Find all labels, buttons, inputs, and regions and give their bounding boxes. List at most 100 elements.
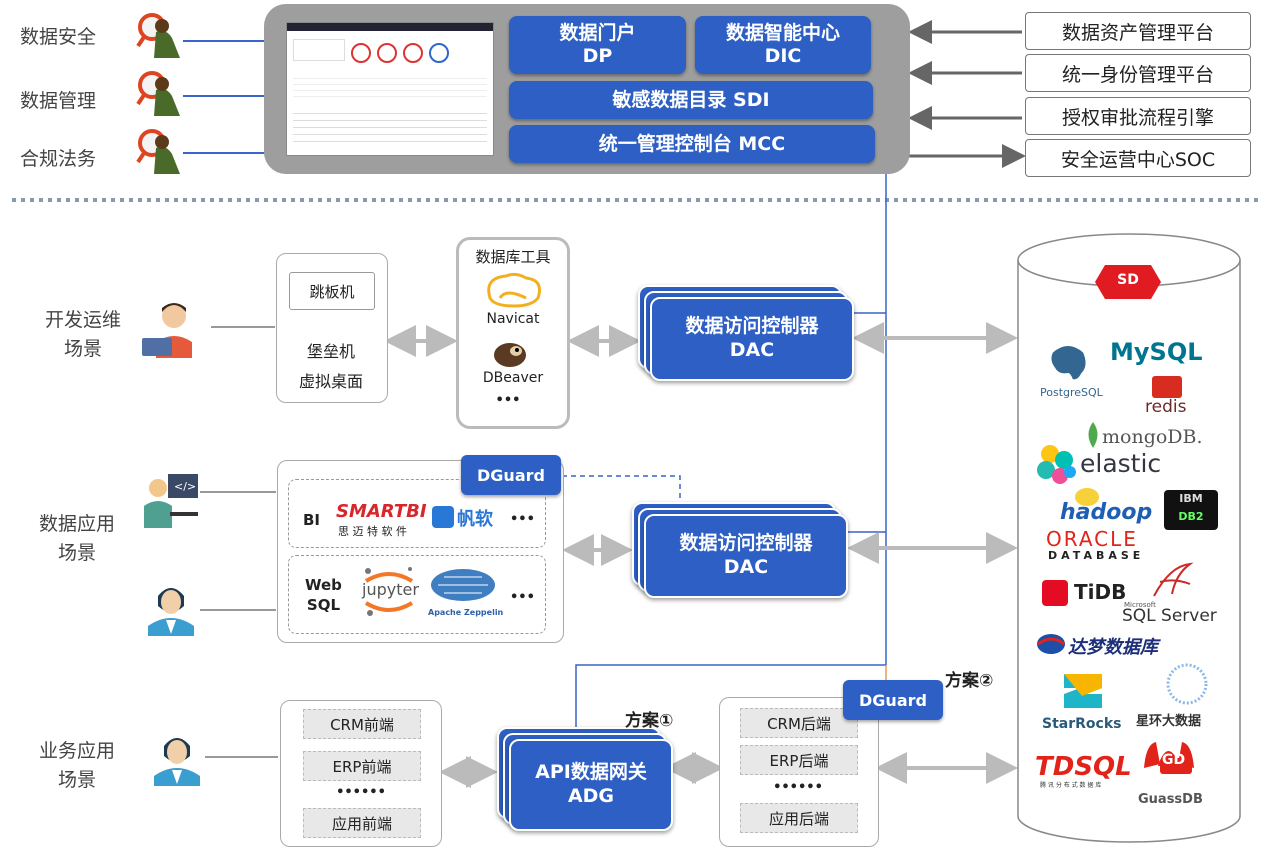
dameng-logo: 达梦数据库 <box>1068 637 1158 658</box>
mcc-box: 统一管理控制台 MCC <box>509 125 875 163</box>
ext-identity-mgmt: 统一身份管理平台 <box>1025 54 1251 92</box>
adg-title: API数据网关 <box>535 761 647 784</box>
jupyter-logo: jupyter <box>362 580 419 599</box>
sqlserver-ms-label: Microsoft <box>1124 601 1156 609</box>
backend-erp: ERP后端 <box>740 745 858 775</box>
ext-asset-mgmt: 数据资产管理平台 <box>1025 12 1251 50</box>
ext-soc: 安全运营中心SOC <box>1025 139 1251 177</box>
gaussdb-icon <box>1144 742 1194 774</box>
db2-label: DB2 <box>1178 510 1204 523</box>
zeppelin-label: Apache Zeppelin <box>428 608 504 617</box>
gaussdb-label: GuassDB <box>1138 792 1203 807</box>
analyst-icon: </> <box>144 474 198 528</box>
scene-devops: 开发运维 场景 <box>44 309 121 361</box>
starrocks-logo: StarRocks <box>1042 716 1122 732</box>
dp-box: 数据门户 DP <box>509 16 686 74</box>
sd-badge-shape <box>1095 265 1161 299</box>
elastic-icon <box>1037 445 1076 484</box>
oracle-subtitle: DATABASE <box>1048 549 1145 562</box>
developer-icon <box>142 303 192 358</box>
virtual-desktop: 虚拟桌面 <box>298 372 363 391</box>
person-icon <box>154 738 200 786</box>
scene-data-app: 数据应用 场景 <box>38 513 115 565</box>
dbeaver-icon <box>494 343 526 367</box>
ibm-db2-icon <box>1164 490 1218 530</box>
scene-biz-app: 业务应用 场景 <box>38 740 115 792</box>
postgresql-label: PostgreSQL <box>1040 386 1103 399</box>
sd-badge: SD <box>1117 272 1139 288</box>
role-label-legal: 合规法务 <box>20 148 97 170</box>
plan-2-label: 方案② <box>945 671 994 691</box>
fanruan-logo: 帆软 <box>457 509 493 530</box>
more-tools: ••• <box>495 393 521 408</box>
oracle-logo: ORACLE <box>1046 527 1138 551</box>
tdsql-subtitle: 腾 讯 分 布 式 数 据 库 <box>1040 782 1102 789</box>
plan-1-label: 方案① <box>625 711 674 731</box>
ops-access-box <box>276 253 388 403</box>
bastion-host: 堡垒机 <box>306 342 355 361</box>
sqlserver-icon <box>1153 562 1194 597</box>
dac-stack-data-app: 数据访问控制器 DAC <box>632 502 848 598</box>
user-search-icon <box>136 129 180 174</box>
dguard-badge-backend: DGuard <box>843 680 943 720</box>
role-label-management: 数据管理 <box>20 90 97 112</box>
xinghuan-logo: 星环大数据 <box>1136 714 1202 729</box>
frontend-more: •••••• <box>336 785 386 800</box>
dameng-icon <box>1037 634 1065 654</box>
role-label-security: 数据安全 <box>20 26 97 48</box>
dp-abbr: DP <box>582 45 613 67</box>
backend-crm: CRM后端 <box>740 708 858 738</box>
frontend-app: 应用前端 <box>303 808 421 838</box>
dac-stack-devops: 数据访问控制器 DAC <box>638 285 854 381</box>
dac-abbr: DAC <box>729 339 775 361</box>
adg-abbr: ADG <box>567 785 615 807</box>
postgresql-icon <box>1049 344 1088 382</box>
more-bi: ••• <box>510 512 535 527</box>
person-icon <box>148 588 194 636</box>
mongodb-leaf-icon <box>1088 422 1098 448</box>
more-websql: ••• <box>510 590 535 605</box>
hadoop-elephant-icon <box>1075 488 1099 506</box>
dguard-badge-data-app: DGuard <box>461 455 561 495</box>
hadoop-logo: hadoop <box>1060 500 1153 525</box>
user-search-icon <box>136 13 180 58</box>
backend-more: •••••• <box>773 780 823 795</box>
dic-abbr: DIC <box>764 45 802 67</box>
frontend-erp: ERP前端 <box>303 751 421 781</box>
bi-tools-row <box>288 479 546 548</box>
gaussdb-badge: GD <box>1162 752 1186 768</box>
redis-icon <box>1152 376 1182 398</box>
sdi-box: 敏感数据目录 SDI <box>509 81 873 119</box>
ext-approval-engine: 授权审批流程引擎 <box>1025 97 1251 135</box>
tidb-icon <box>1042 580 1068 606</box>
dac-abbr: DAC <box>723 556 769 578</box>
tdsql-logo: TDSQL <box>1035 752 1132 782</box>
smartbi-subtitle: 思 迈 特 软 件 <box>338 525 407 538</box>
sqlserver-logo: SQL Server <box>1122 606 1217 626</box>
xinghuan-icon <box>1166 663 1208 705</box>
starrocks-icon <box>1064 674 1102 708</box>
user-search-icon <box>136 71 180 116</box>
websql-tools-row <box>288 555 546 634</box>
svg-text:</>: </> <box>174 480 196 493</box>
db-tools-box <box>456 237 570 429</box>
console-screenshot <box>286 22 494 156</box>
websql-label-1: Web <box>305 576 342 594</box>
jupyter-icon <box>364 567 414 616</box>
navicat-icon <box>487 272 541 308</box>
backend-app: 应用后端 <box>740 803 858 833</box>
smartbi-logo: SMARTBI <box>336 501 427 522</box>
db-tools-title: 数据库工具 <box>475 248 551 266</box>
fanruan-icon <box>432 506 454 528</box>
dac-title: 数据访问控制器 <box>685 315 819 338</box>
elastic-logo: elastic <box>1080 449 1162 478</box>
jump-server: 跳板机 <box>289 272 375 310</box>
navicat-label: Navicat <box>486 311 540 327</box>
ibm-label: IBM <box>1179 492 1203 505</box>
adg-stack: API数据网关 ADG <box>497 727 673 831</box>
websql-label-2: SQL <box>306 595 341 614</box>
dbeaver-label: DBeaver <box>482 370 544 386</box>
dic-box: 数据智能中心 DIC <box>695 16 871 74</box>
dp-title: 数据门户 <box>559 22 636 45</box>
frontend-crm: CRM前端 <box>303 709 421 739</box>
